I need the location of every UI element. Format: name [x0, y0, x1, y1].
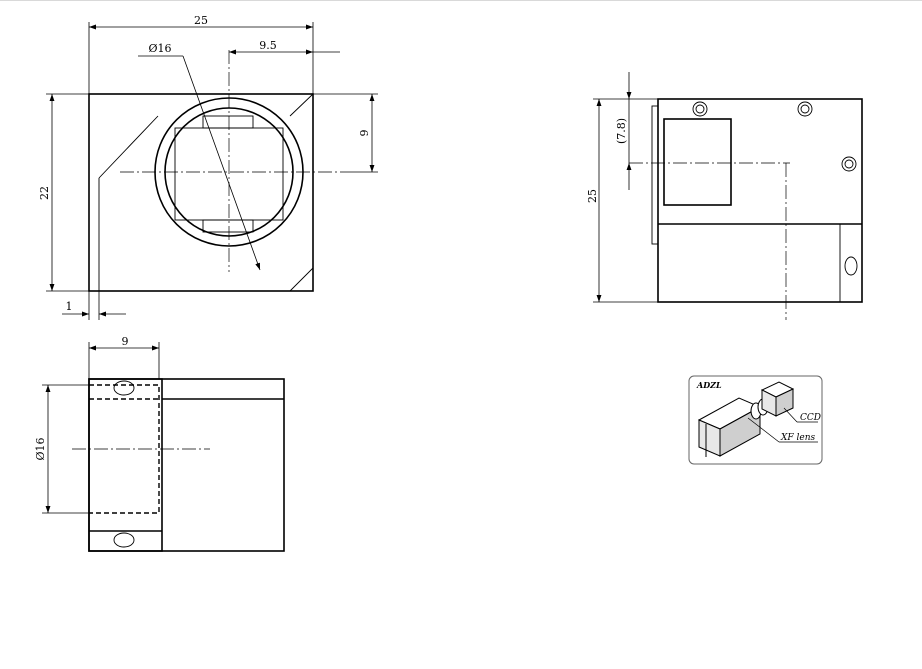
- screw-hole-2: [797, 101, 813, 117]
- side-front-flange: [651, 105, 659, 245]
- sensor-bottom-tab: [202, 219, 254, 233]
- bottom-depth-dim-label: 9: [122, 335, 129, 348]
- side-offset-dim-label: (7.8): [615, 118, 628, 144]
- bottom-bore-dim-label: Ø16: [34, 437, 47, 460]
- lens-leader: [747, 417, 780, 443]
- page-top-border: [0, 0, 922, 1]
- legend-ccd-label: CCD: [800, 413, 821, 423]
- edge-dim-label: 1: [66, 300, 73, 313]
- bore-leader-line: [182, 55, 261, 271]
- front-view-body: [88, 93, 314, 292]
- chamfer-bottom-right: [289, 267, 314, 292]
- hidden-bore-outline: [89, 384, 160, 514]
- width-dim-label: 25: [194, 14, 208, 27]
- offset-dim-label: 9.5: [259, 39, 277, 52]
- legend-box: ADZL CCD XF lens: [688, 375, 823, 465]
- side-slot-hole: [844, 256, 858, 276]
- side-view: 25 (7.8): [586, 72, 863, 320]
- diagonal-edge: [98, 115, 159, 179]
- bottom-view-body: [88, 378, 285, 552]
- screw-hole-1: [692, 101, 708, 117]
- screw-hole-1-inner: [695, 104, 705, 114]
- legend-lens-label: XF lens: [780, 433, 816, 443]
- bore-dim-label: Ø16: [148, 42, 171, 55]
- ccd-leader: [783, 407, 798, 423]
- bottom-screw-hole-top: [113, 380, 135, 396]
- bottom-view: 9 Ø16: [34, 335, 285, 552]
- vertical-offset-dim-label: 9: [358, 130, 371, 137]
- bottom-view-front-section: [88, 378, 163, 552]
- height-dim-label: 22: [38, 186, 51, 200]
- legend-brand: ADZL: [696, 380, 722, 390]
- screw-hole-3: [841, 156, 857, 172]
- front-view: 25 9.5 Ø16 9 22 1: [38, 14, 378, 320]
- side-lens-block: [663, 118, 732, 206]
- side-height-dim-label: 25: [586, 189, 599, 203]
- side-view-body: [657, 98, 863, 303]
- ccd-block-side: [775, 388, 794, 417]
- sensor-top-tab: [202, 115, 254, 129]
- chamfer-top-right: [289, 93, 314, 117]
- screw-hole-3-inner: [844, 159, 854, 169]
- screw-hole-2-inner: [800, 104, 810, 114]
- bottom-screw-hole-bottom: [113, 532, 135, 548]
